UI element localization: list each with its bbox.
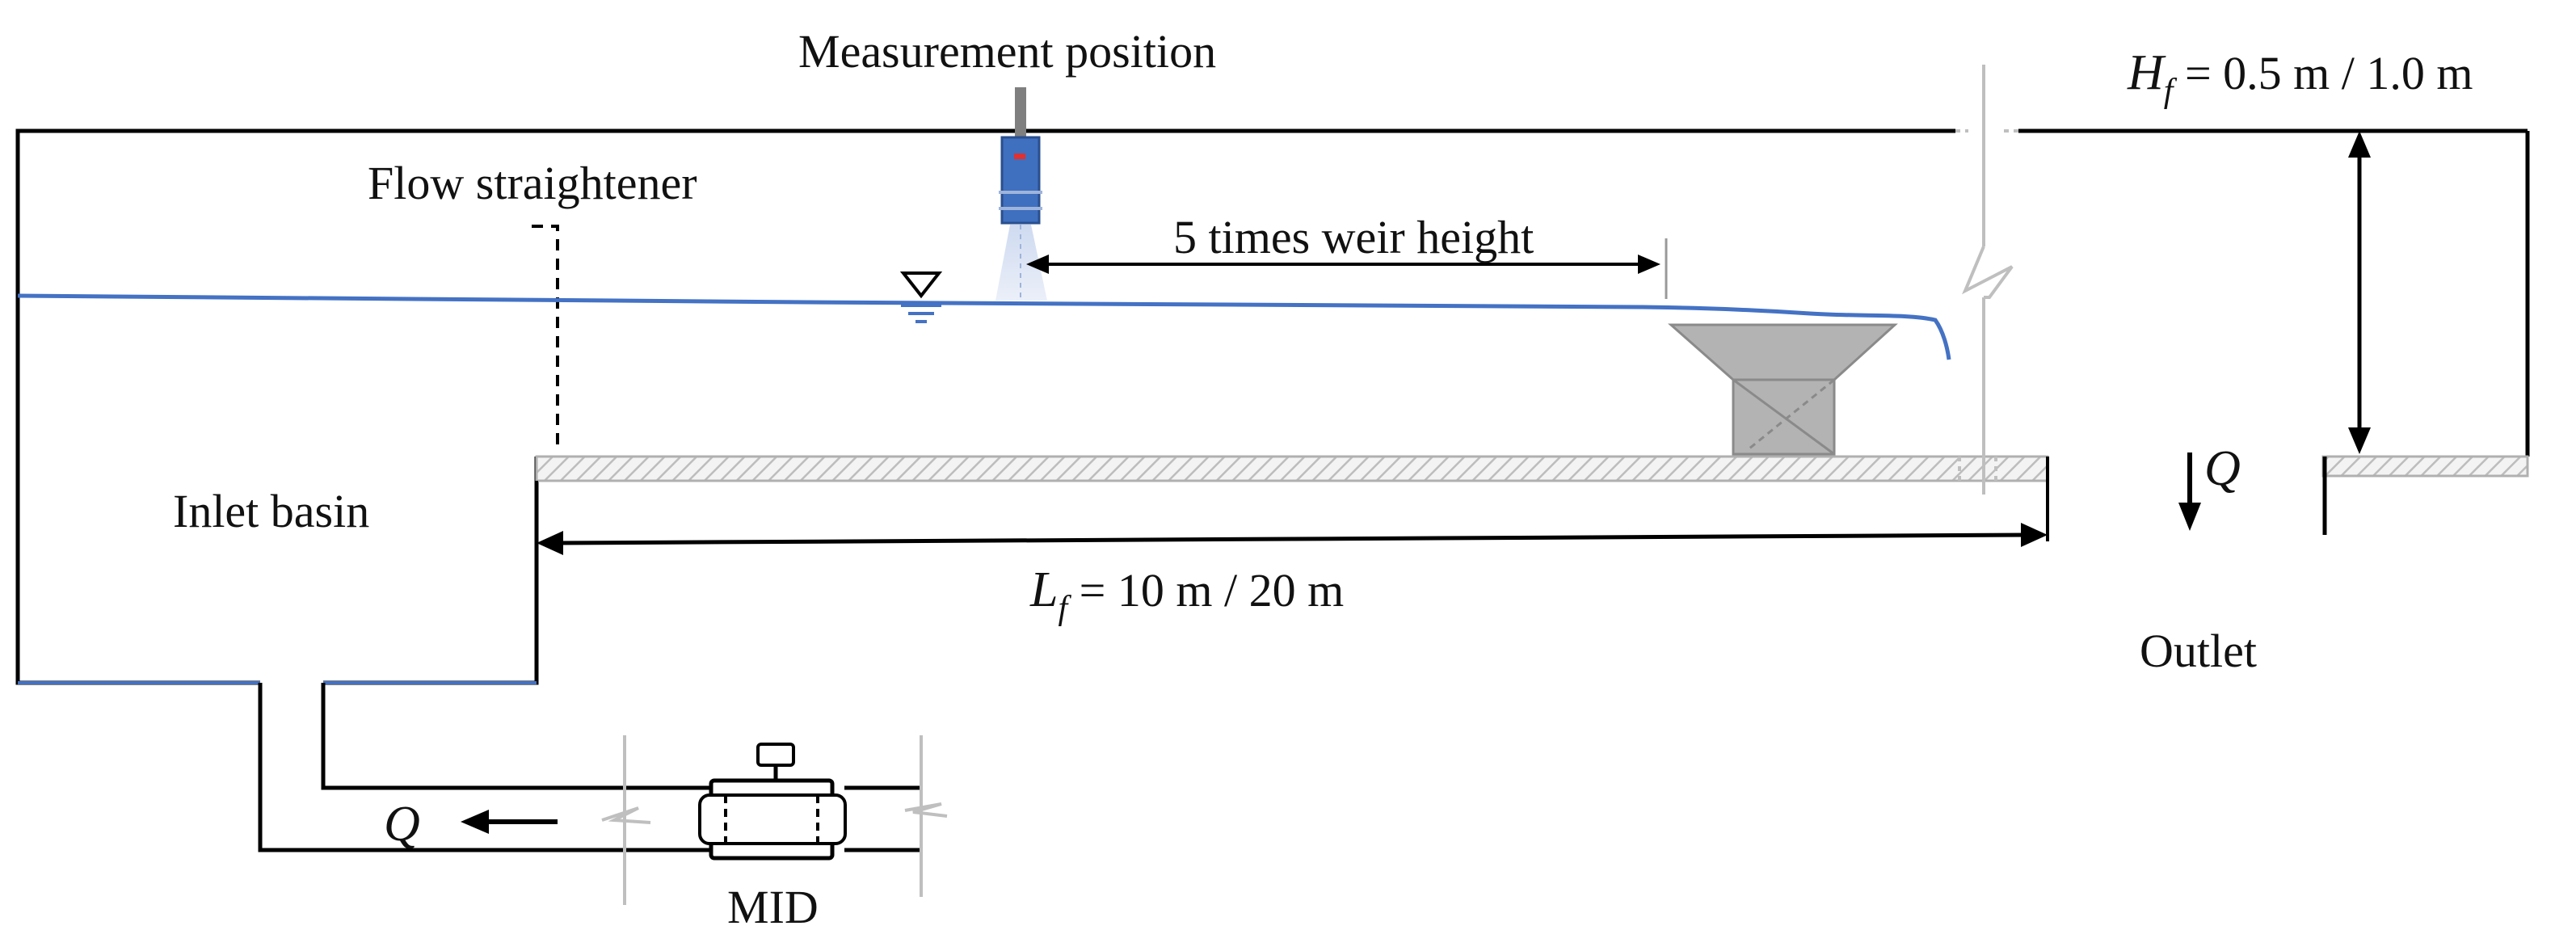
flume-length-equation: Lf = 10 m / 20 m: [1029, 562, 1344, 627]
mid-label: MID: [727, 881, 819, 933]
flume-outline: [15, 128, 2530, 469]
water-surface: [17, 293, 1951, 360]
ultrasonic-sensor: [995, 87, 1047, 301]
measurement-position-label: Measurement position: [798, 25, 1216, 78]
flume-bed-break: [1958, 457, 1997, 481]
weir-height-label: 5 times weir height: [1173, 211, 1534, 263]
flow-straightener-label: Flow straightener: [368, 157, 697, 209]
outlet-label: Outlet: [2140, 625, 2257, 677]
inlet-basin-label: Inlet basin: [173, 485, 369, 537]
weir: [1668, 323, 1898, 456]
flume-height-dimension: [2348, 131, 2371, 454]
weir-height-dimension: [1026, 238, 1668, 299]
flume-height-equation: Hf = 0.5 m / 1.0 m: [2127, 45, 2473, 110]
pipe-flow-arrow: [461, 810, 558, 834]
pipe-break-left: [601, 735, 651, 905]
return-pipe: [258, 683, 921, 852]
flume-break-line: [1962, 65, 2014, 495]
pipe-break-right: [904, 735, 948, 897]
flow-straightener: [532, 225, 559, 452]
flume-bed: [535, 455, 2049, 482]
outlet-flow-arrow: [2178, 452, 2201, 531]
mid-flow-meter: [698, 743, 847, 861]
outlet-ledge: [2321, 455, 2529, 478]
flume-length-dimension: [535, 481, 2049, 555]
pipe-flow-symbol: Q: [384, 797, 420, 852]
water-level-icon: [899, 271, 943, 323]
outlet-flow-symbol: Q: [2204, 441, 2241, 496]
